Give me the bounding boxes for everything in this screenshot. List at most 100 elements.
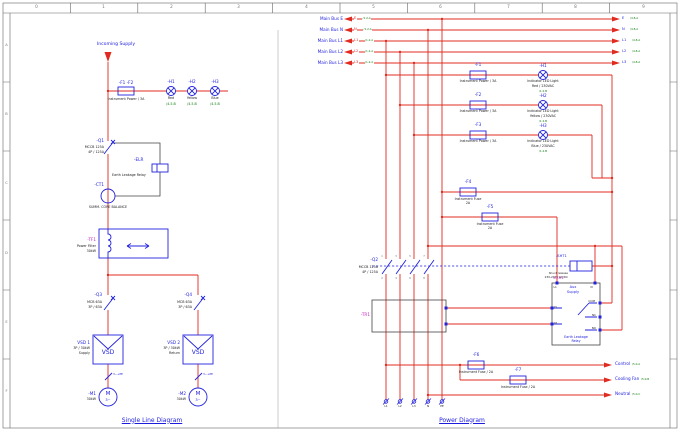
h1-desc: Red / 230VAC xyxy=(531,83,555,88)
pole-number: 7 xyxy=(423,253,425,258)
terminal-n xyxy=(424,398,432,405)
row-label: E xyxy=(5,320,8,324)
bus-tag: L2 xyxy=(353,48,359,54)
bus-tag-right: E xyxy=(622,15,625,20)
fuse-symbol-f6 xyxy=(467,360,485,370)
control-arrow xyxy=(604,362,612,368)
q1-desc: MCCB 125A xyxy=(84,145,104,149)
lamp-h3-pd xyxy=(538,130,548,140)
cross-reference: /1.2.B xyxy=(538,88,548,93)
column-label: 7 xyxy=(507,4,510,9)
bus-arrow-left-l1 xyxy=(344,38,352,44)
sld-fuse-tag: -F1 -F2 xyxy=(118,80,134,85)
elr-terminal-label: 18 xyxy=(553,321,558,325)
cross-reference: /1.2.A xyxy=(364,38,374,43)
bus-arrow-right-e xyxy=(612,16,620,22)
fuse-symbol-f4 xyxy=(459,187,477,197)
f1-desc: Instrument Power / 3A xyxy=(459,79,497,83)
bottom-terminal-label: L3 xyxy=(412,403,416,408)
h2-desc: Indicator LED Light xyxy=(527,109,559,113)
f4-tag: -F4 xyxy=(464,178,472,184)
q3-desc: MCB 63A xyxy=(87,300,102,304)
incoming-supply-arrow xyxy=(104,52,112,62)
fuse-symbol-sld xyxy=(117,86,135,96)
bottom-terminal-label: N xyxy=(426,403,430,408)
vsd1-box xyxy=(92,334,124,365)
q1-desc: 4P / 125A xyxy=(88,150,104,154)
column-label: 0 xyxy=(35,4,38,9)
lamp-h2-pd xyxy=(538,100,548,110)
cable-tag-m2: 3~+PE xyxy=(203,372,213,376)
h3-desc: Blue / 230VAC xyxy=(531,143,555,148)
fuse-symbol-f3 xyxy=(469,130,487,140)
sht-desc: Shunt release xyxy=(548,271,568,276)
bus-tag: L1 xyxy=(353,37,359,43)
cross-reference: /5.0.B xyxy=(641,377,650,381)
cross-reference: /1.2.A xyxy=(364,49,374,54)
elr1-tag: -ELR1 xyxy=(553,276,564,280)
sld-lamp-name: Blue xyxy=(211,96,219,100)
cable-slash-m1 xyxy=(104,372,113,381)
vsd1-desc: 3P / 30kW xyxy=(73,346,90,350)
motor-m2-tag: -M2 xyxy=(178,391,186,396)
junction-dots xyxy=(106,17,614,397)
cross-reference: /1.2.A xyxy=(362,16,372,21)
f5-desc: 2A xyxy=(487,226,493,231)
h1-tag: -H1 xyxy=(539,62,547,68)
bus-arrow-right-l1 xyxy=(612,38,620,44)
bus-arrow-right-n xyxy=(612,27,620,33)
bus-tag: E xyxy=(353,15,357,21)
pole-number: 2 xyxy=(381,275,383,280)
lamp-h1-pd xyxy=(538,70,548,80)
pd-output-wires xyxy=(386,364,604,396)
pd-bus-wires xyxy=(352,18,612,64)
sht-tag: -SHT1 xyxy=(556,253,567,258)
cross-reference: /4.8.A xyxy=(632,60,641,65)
column-label: 1 xyxy=(102,4,105,9)
sht-coil-symbol xyxy=(569,260,593,272)
wires-red xyxy=(107,18,623,400)
arrow-heads-red xyxy=(104,16,620,398)
f5-tag: -F5 xyxy=(486,203,494,209)
q4-breaker-symbol xyxy=(193,295,206,311)
motor-m1-letter: M xyxy=(105,390,111,397)
row-label: B xyxy=(5,112,8,116)
bus-arrow-right-l3 xyxy=(612,60,620,66)
elr-terminal-label: 15 xyxy=(553,305,558,309)
bottom-terminal-label: L2 xyxy=(398,403,402,408)
pd-title-link[interactable]: Power Diagram xyxy=(439,416,485,424)
q3-tag: -Q3 xyxy=(94,292,102,297)
main-bus-name: Main Bus N xyxy=(319,26,344,32)
vsd2-desc: 3P / 30kW xyxy=(163,346,180,350)
filter-arrow-symbol xyxy=(126,243,150,249)
sld-lamp-name: Red xyxy=(167,96,175,100)
h2-tag: -H2 xyxy=(539,92,547,98)
terminal-l1 xyxy=(382,398,390,405)
terminal-l2 xyxy=(396,398,404,405)
elr-terminal-label: L1 xyxy=(553,284,557,289)
pd-lamp-wires xyxy=(386,74,613,303)
q1-tag: -Q1 xyxy=(96,138,104,143)
neutral-arrow xyxy=(604,392,612,398)
elr-desc: Earth Leakage Relay xyxy=(112,173,146,177)
column-label: 4 xyxy=(305,4,308,9)
bus-arrow-left-l3 xyxy=(344,60,352,66)
sld-title-link[interactable]: Single Line Diagram xyxy=(121,416,183,424)
fuse-symbol-f7 xyxy=(509,375,527,385)
q3-breaker-symbol xyxy=(103,295,116,311)
elr-terminal-label: NC xyxy=(591,312,596,317)
f3-desc: Instrument Power / 3A xyxy=(459,139,497,143)
bus-tag-right: L3 xyxy=(622,59,627,64)
tr1-tag: -TR1 xyxy=(360,311,370,317)
elr-relay-box xyxy=(551,282,601,346)
f7-tag: -F7 xyxy=(514,366,522,372)
row-label: A xyxy=(5,43,8,47)
elr-contact-internals xyxy=(552,302,597,331)
filter-box xyxy=(98,228,169,259)
pole-number: 8 xyxy=(423,275,425,280)
cross-reference: /4.5.B xyxy=(166,101,176,106)
q4-desc: 3P / 63A xyxy=(178,305,192,309)
motor-m1-phase: 3~ xyxy=(105,398,111,402)
